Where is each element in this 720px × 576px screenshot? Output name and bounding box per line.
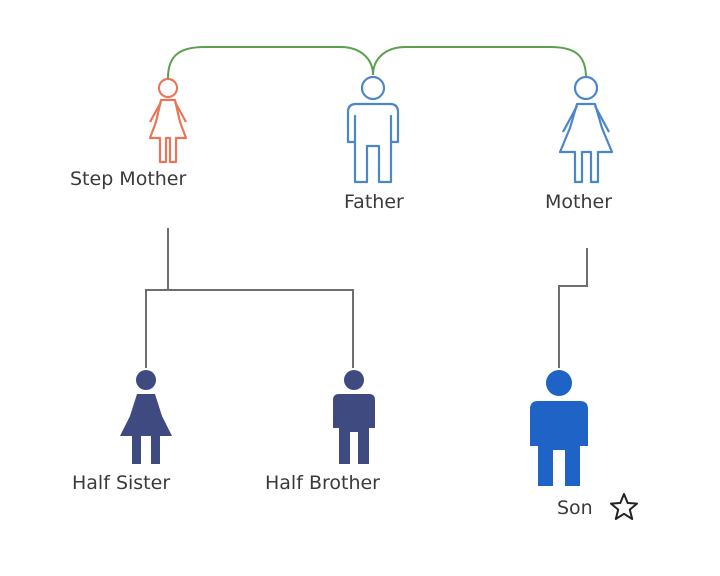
mother-female-outline-icon [558,76,614,184]
star-outline-icon [610,493,638,520]
son-male-solid-icon [530,370,588,486]
mother-label: Mother [545,191,613,213]
step-mother-label: Step Mother [70,168,187,190]
step-mother-female-outline-icon [148,78,188,164]
father-male-outline-icon [346,76,400,184]
half-brother-label: Half Brother [265,472,380,494]
marriage-line-step-mother-father [167,46,374,79]
half-sister-female-solid-icon [120,370,172,464]
son-label: Son [557,497,593,519]
half-sister-label: Half Sister [72,472,171,494]
father-label: Father [344,191,404,213]
marriage-line-father-mother [372,46,587,79]
descent-line-half-sister [145,289,354,368]
descent-line-mother-son [558,248,588,368]
half-brother-male-solid-icon [333,370,375,464]
